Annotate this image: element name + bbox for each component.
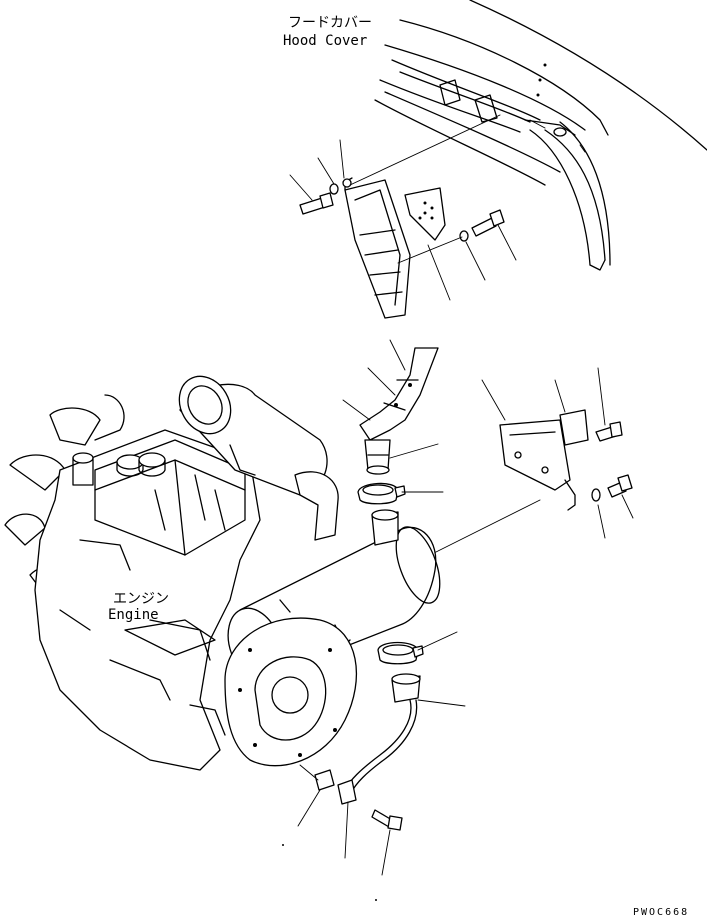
muffler-bracket <box>499 409 589 511</box>
hood-cover-label-jp: フードカバー <box>288 15 372 31</box>
bolt-bracket-top <box>595 421 623 442</box>
upper-bracket <box>342 177 411 319</box>
hood-cover-label-en: Hood Cover <box>283 33 367 49</box>
engine <box>4 375 357 771</box>
connector-line-3 <box>429 499 541 556</box>
exhaust-pipe <box>359 347 439 475</box>
leaders-upper <box>289 139 517 301</box>
small-plate <box>404 187 446 241</box>
washer-bracket <box>591 488 601 502</box>
tube-joint <box>391 673 421 703</box>
drawing-code: PWOC668 <box>633 907 689 918</box>
adapter-nut <box>314 769 335 791</box>
drain-tube <box>337 699 418 805</box>
bolt-upper-left <box>299 192 334 215</box>
leaders-pipe <box>342 339 444 493</box>
bolt-bracket-side <box>607 474 633 498</box>
hood-cover <box>374 0 707 271</box>
clamp-lower <box>377 641 424 665</box>
leaders-lower <box>297 631 466 876</box>
engine-label-jp: エンジン <box>113 591 169 607</box>
bolt-upper-right <box>471 209 505 237</box>
washer-upper-right <box>459 230 469 242</box>
clamp-upper <box>357 482 406 505</box>
engine-label-en: Engine <box>108 607 159 623</box>
leaders-bracket <box>481 367 634 539</box>
washer-upper-left <box>329 183 339 195</box>
connector-line-1 <box>349 114 501 186</box>
bolt-lower <box>371 809 403 831</box>
